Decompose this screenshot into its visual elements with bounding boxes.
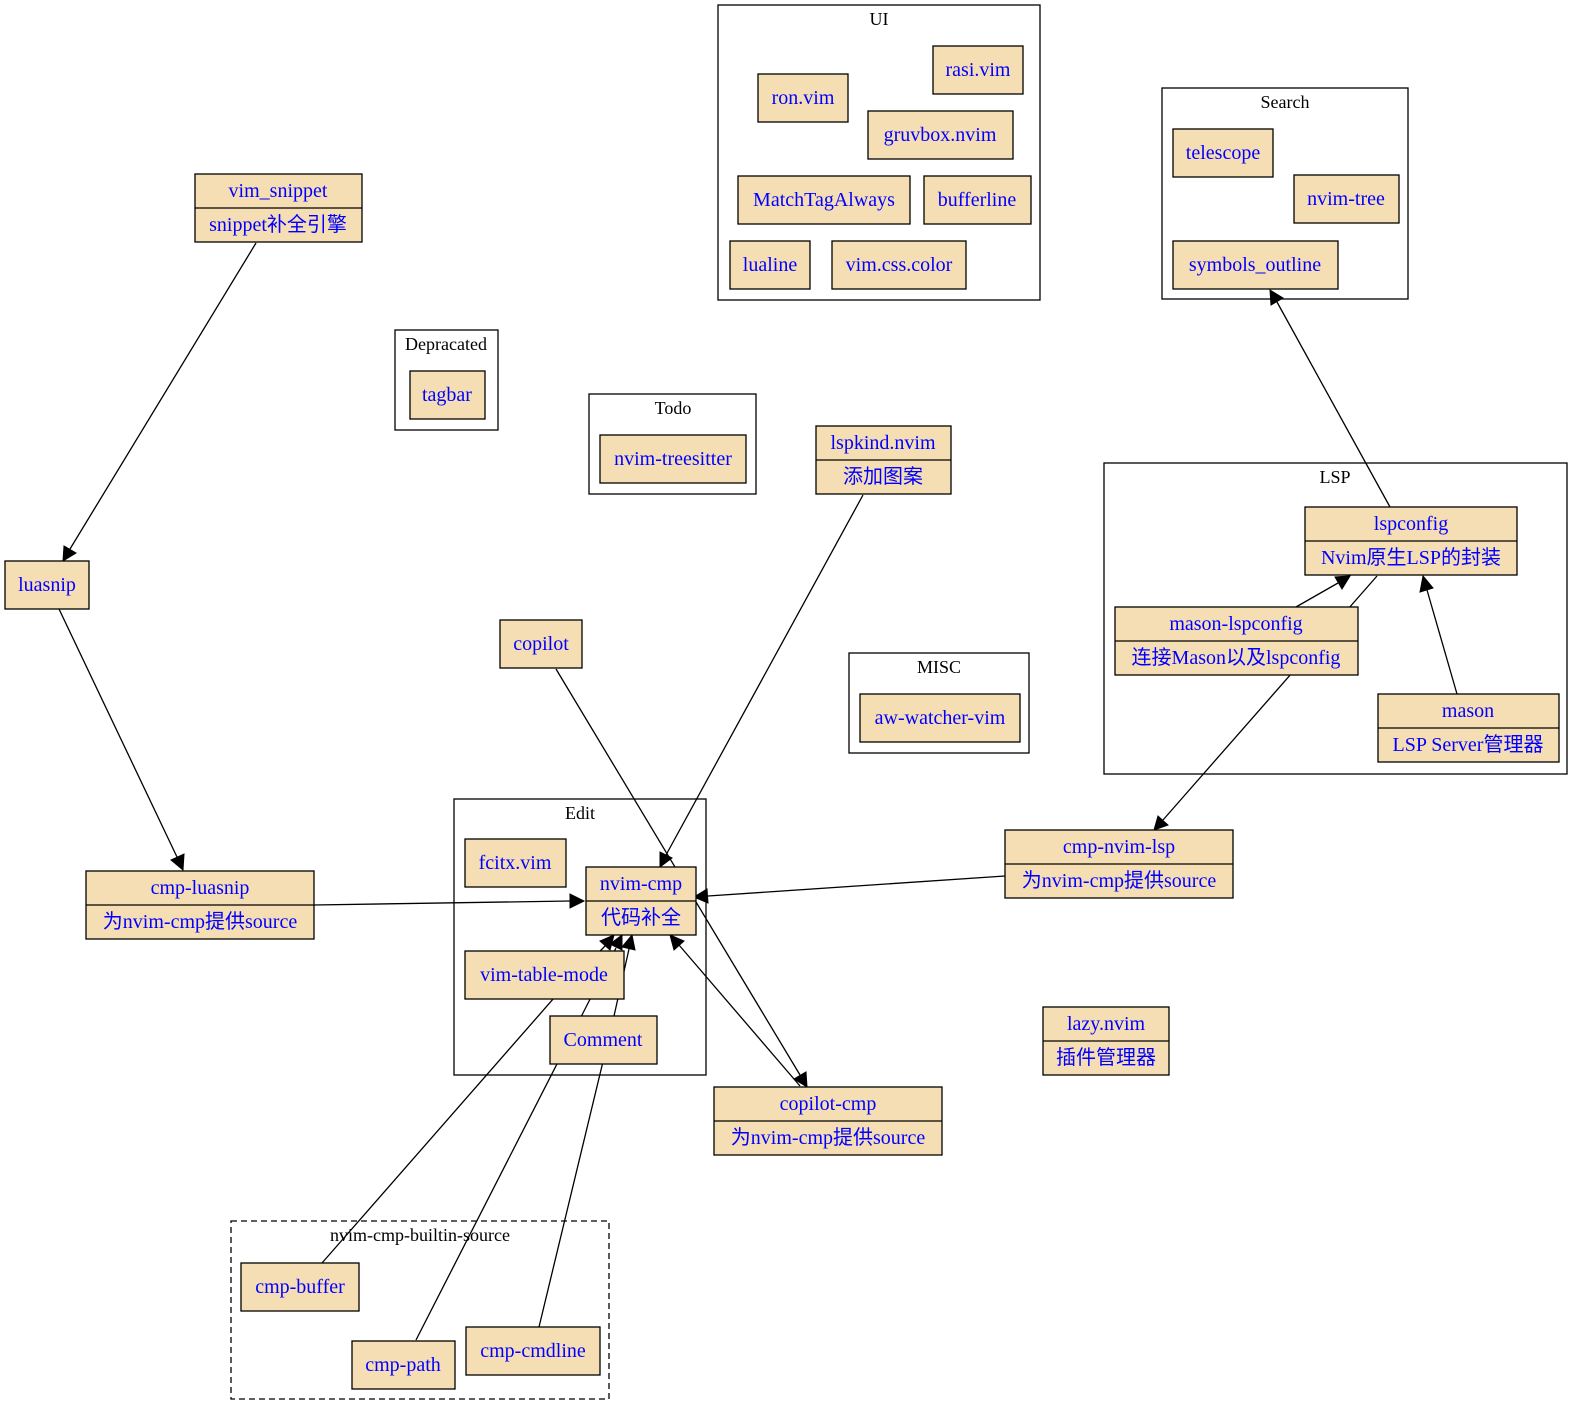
node-title: mason-lspconfig: [1169, 613, 1302, 635]
node-label: gruvbox.nvim: [884, 124, 997, 146]
node-lazy-nvim[interactable]: lazy.nvim 插件管理器: [1042, 1006, 1170, 1076]
cluster-label-ui: UI: [870, 9, 889, 29]
node-label: bufferline: [938, 189, 1017, 211]
node-desc: LSP Server管理器: [1393, 733, 1544, 756]
node-label: symbols_outline: [1189, 254, 1321, 276]
node-label: MatchTagAlways: [753, 189, 895, 211]
node-cmp-cmdline[interactable]: cmp-cmdline: [465, 1326, 601, 1376]
edge-copilot-cmp-to-nvim-cmp: [669, 934, 801, 1087]
node-label: nvim-treesitter: [614, 448, 732, 470]
node-ron-vim[interactable]: ron.vim: [757, 73, 849, 123]
node-label: nvim-tree: [1307, 188, 1385, 210]
node-fcitx-vim[interactable]: fcitx.vim: [464, 838, 567, 888]
node-label: ron.vim: [772, 87, 835, 109]
edge-vim-snippet-to-luasnip: [62, 242, 257, 562]
node-lspkind-nvim[interactable]: lspkind.nvim 添加图案: [815, 425, 952, 495]
node-symbols-outline[interactable]: symbols_outline: [1172, 240, 1339, 290]
node-telescope[interactable]: telescope: [1172, 128, 1274, 178]
node-title: vim_snippet: [229, 180, 328, 202]
node-nvim-treesitter[interactable]: nvim-treesitter: [599, 434, 747, 484]
node-nvim-tree[interactable]: nvim-tree: [1293, 174, 1400, 224]
node-vim-snippet[interactable]: vim_snippet snippet补全引擎: [194, 173, 363, 243]
cluster-label-lsp: LSP: [1319, 467, 1350, 487]
node-title: copilot-cmp: [780, 1093, 877, 1115]
node-rasi-vim[interactable]: rasi.vim: [932, 45, 1024, 95]
node-gruvbox-nvim[interactable]: gruvbox.nvim: [867, 110, 1014, 160]
edge-lspconfig-to-symbols-outline: [1269, 289, 1391, 508]
node-title: lazy.nvim: [1067, 1013, 1146, 1035]
node-luasnip[interactable]: luasnip: [4, 560, 90, 610]
node-desc: snippet补全引擎: [209, 213, 347, 236]
node-title: mason: [1442, 700, 1494, 722]
node-desc: 连接Mason以及lspconfig: [1132, 646, 1341, 669]
node-label: cmp-path: [365, 1354, 441, 1376]
node-label: cmp-cmdline: [480, 1340, 586, 1362]
node-label: luasnip: [18, 574, 76, 596]
node-label: fcitx.vim: [479, 852, 552, 874]
node-desc: Nvim原生LSP的封装: [1321, 546, 1501, 569]
node-lspconfig[interactable]: lspconfig Nvim原生LSP的封装: [1304, 506, 1518, 576]
node-label: telescope: [1186, 142, 1261, 164]
node-label: lualine: [743, 254, 798, 276]
cluster-label-search: Search: [1261, 92, 1310, 112]
node-vim-css-color[interactable]: vim.css.color: [831, 240, 967, 290]
edge-cmp-nvim-lsp-to-nvim-cmp: [692, 875, 1006, 904]
node-desc: 为nvim-cmp提供source: [731, 1126, 926, 1149]
node-title: cmp-luasnip: [151, 877, 250, 899]
node-tagbar[interactable]: tagbar: [409, 370, 486, 420]
edge-mason-to-lspconfig: [1419, 574, 1458, 695]
node-copilot[interactable]: copilot: [499, 619, 583, 669]
node-label: rasi.vim: [946, 59, 1011, 81]
node-label: cmp-buffer: [255, 1276, 345, 1298]
node-title: nvim-cmp: [600, 873, 682, 895]
cluster-label-todo: Todo: [655, 398, 692, 418]
node-label: Comment: [564, 1029, 643, 1051]
node-comment[interactable]: Comment: [549, 1015, 658, 1065]
node-title: lspconfig: [1374, 513, 1448, 535]
node-desc: 添加图案: [843, 465, 923, 488]
node-desc: 插件管理器: [1056, 1046, 1156, 1069]
node-aw-watcher-vim[interactable]: aw-watcher-vim: [859, 693, 1021, 743]
node-label: copilot: [513, 633, 569, 655]
node-cmp-luasnip[interactable]: cmp-luasnip 为nvim-cmp提供source: [85, 870, 315, 940]
node-label: tagbar: [422, 384, 472, 406]
node-label: vim.css.color: [846, 254, 953, 276]
edge-luasnip-to-cmp-luasnip: [58, 608, 185, 872]
node-lualine[interactable]: lualine: [729, 240, 811, 290]
node-label: vim-table-mode: [480, 964, 608, 986]
cluster-label-builtin-source: nvim-cmp-builtin-source: [330, 1225, 510, 1245]
node-vim-table-mode[interactable]: vim-table-mode: [464, 950, 625, 1000]
node-title: cmp-nvim-lsp: [1063, 836, 1175, 858]
node-mason[interactable]: mason LSP Server管理器: [1377, 693, 1560, 763]
node-cmp-buffer[interactable]: cmp-buffer: [240, 1262, 360, 1312]
node-desc: 为nvim-cmp提供source: [1022, 869, 1217, 892]
node-label: aw-watcher-vim: [875, 707, 1006, 729]
cluster-label-depracated: Depracated: [405, 334, 487, 354]
cluster-label-edit: Edit: [565, 803, 595, 823]
node-desc: 为nvim-cmp提供source: [103, 910, 298, 933]
edge-mason-lspconfig-to-lspconfig: [1295, 575, 1351, 608]
node-mason-lspconfig[interactable]: mason-lspconfig 连接Mason以及lspconfig: [1114, 606, 1359, 676]
edge-cmp-luasnip-to-nvim-cmp: [313, 893, 586, 909]
node-cmp-path[interactable]: cmp-path: [351, 1340, 456, 1390]
cluster-label-misc: MISC: [917, 657, 961, 677]
node-matchtagalways[interactable]: MatchTagAlways: [737, 175, 911, 225]
node-nvim-cmp[interactable]: nvim-cmp 代码补全: [585, 866, 697, 936]
node-copilot-cmp[interactable]: copilot-cmp 为nvim-cmp提供source: [713, 1086, 943, 1156]
node-bufferline[interactable]: bufferline: [923, 175, 1032, 225]
node-desc: 代码补全: [601, 906, 681, 929]
node-title: lspkind.nvim: [830, 432, 935, 454]
edge-lspkind-to-nvim-cmp: [659, 494, 864, 868]
node-cmp-nvim-lsp[interactable]: cmp-nvim-lsp 为nvim-cmp提供source: [1004, 829, 1234, 899]
